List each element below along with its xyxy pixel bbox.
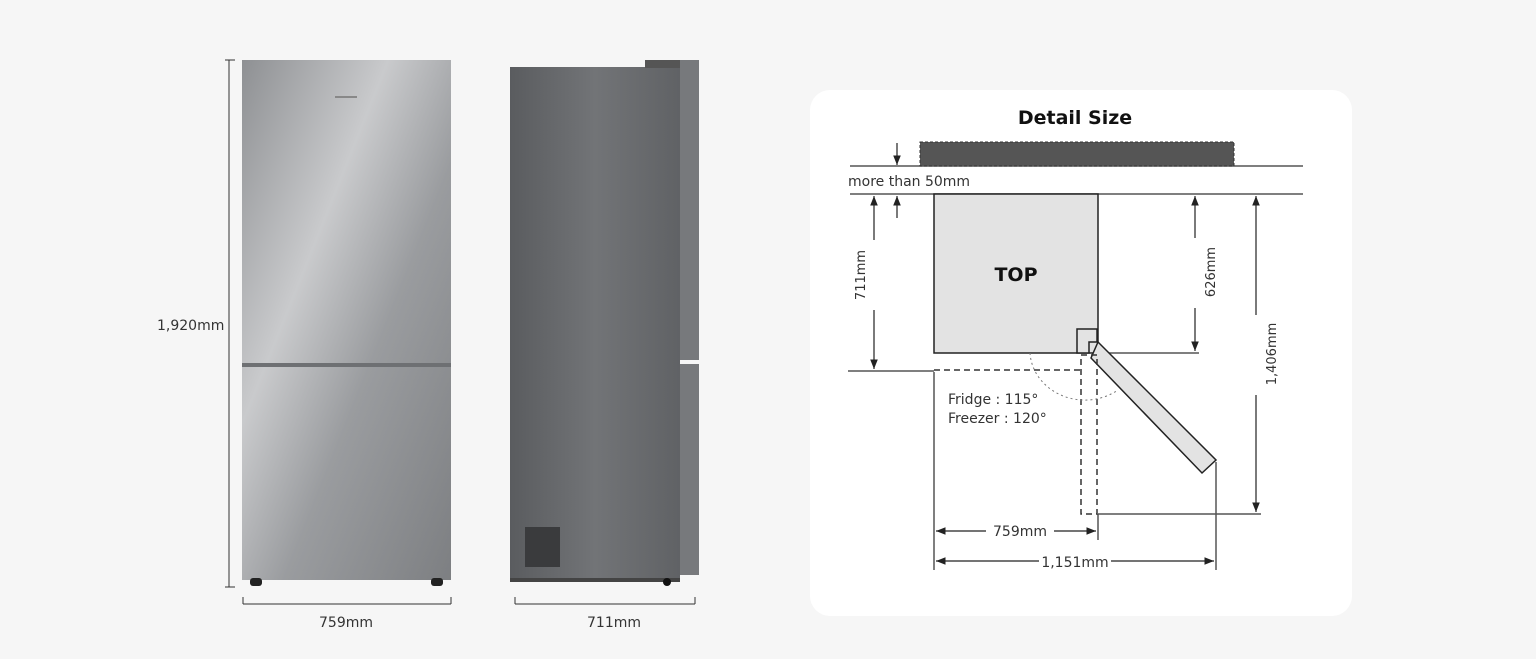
top-label: TOP: [994, 264, 1037, 286]
width-label: 759mm: [993, 524, 1047, 540]
swing-arc: [1029, 352, 1119, 401]
fridge-angle-label: Fridge : 115°: [948, 392, 1038, 408]
freezer-angle-label: Freezer : 120°: [948, 411, 1047, 427]
body-depth-label: 626mm: [1204, 247, 1219, 297]
open-depth-label: 1,406mm: [1265, 323, 1280, 386]
front-width-label: 759mm: [319, 615, 373, 631]
fridge-side-view: [510, 60, 699, 586]
top-view-box: [933, 193, 1099, 354]
clearance-label: more than 50mm: [848, 174, 970, 190]
depth-label: 711mm: [854, 250, 869, 300]
open-width-label: 1,151mm: [1041, 555, 1108, 571]
side-depth-label: 711mm: [587, 615, 641, 631]
wall-block: [919, 141, 1235, 167]
open-door: [1090, 340, 1218, 475]
height-label: 1,920mm: [157, 318, 224, 334]
detail-title: Detail Size: [1018, 107, 1132, 129]
fridge-front-view: [242, 60, 451, 586]
hinge: [1076, 328, 1098, 354]
height-dimension-line: [225, 59, 696, 605]
